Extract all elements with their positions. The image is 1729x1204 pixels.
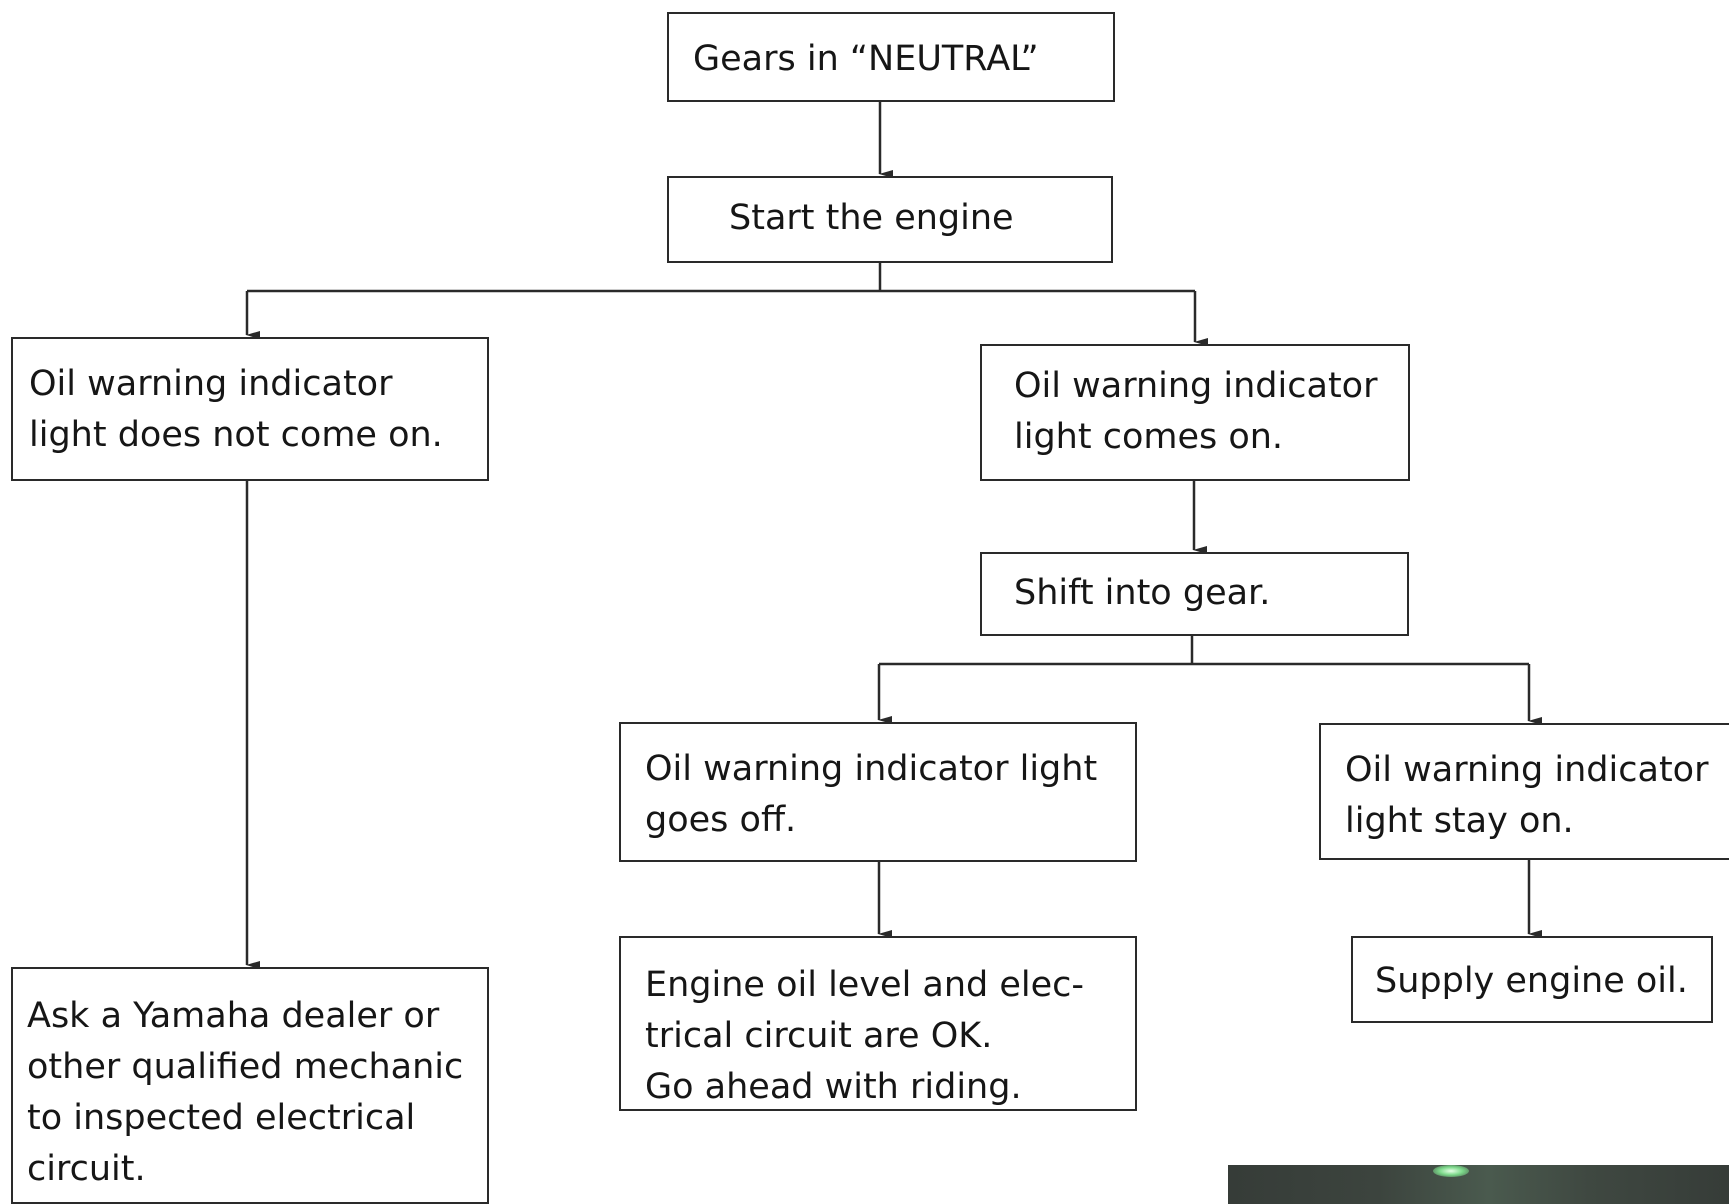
step-text: to inspected electrical [27,1098,416,1138]
indicator-glow-image [1228,1165,1729,1204]
step-text: Start the engine [729,198,1014,238]
step-text: Engine oil level and elec- [645,965,1085,1005]
result-ask-dealer: Ask a Yamaha dealer or other qualified m… [11,967,489,1204]
step-shift-into-gear: Shift into gear. [980,552,1409,636]
step-text: Oil warning indicator [29,364,393,404]
result-supply-engine-oil: Supply engine oil. [1351,936,1713,1023]
step-text: circuit. [27,1149,146,1189]
outcome-light-not-on: Oil warning indicator light does not com… [11,337,489,481]
step-text: light does not come on. [29,415,443,455]
step-start-engine: Start the engine [667,176,1113,263]
step-text: other qualified mechanic [27,1047,464,1087]
step-text: trical circuit are OK. [645,1016,993,1056]
step-text: Shift into gear. [1014,573,1271,613]
step-text: light stay on. [1345,801,1574,841]
step-text: Supply engine oil. [1375,961,1688,1001]
light-spark [1433,1165,1469,1177]
step-text: Go ahead with riding. [645,1067,1022,1107]
step-text: Oil warning indicator [1345,750,1709,790]
step-text: Oil warning indicator [1014,366,1378,406]
step-text: Gears in “NEUTRAL” [693,39,1039,79]
outcome-light-stays-on: Oil warning indicator light stay on. [1319,723,1729,860]
result-ok-go-riding: Engine oil level and elec- trical circui… [619,936,1137,1111]
step-text: Oil warning indicator light [645,749,1098,789]
step-text: light comes on. [1014,417,1284,457]
step-text: goes off. [645,800,797,840]
outcome-light-goes-off: Oil warning indicator light goes off. [619,722,1137,862]
step-text: Ask a Yamaha dealer or [27,996,440,1036]
outcome-light-comes-on: Oil warning indicator light comes on. [980,344,1410,481]
step-gears-neutral: Gears in “NEUTRAL” [667,12,1115,102]
